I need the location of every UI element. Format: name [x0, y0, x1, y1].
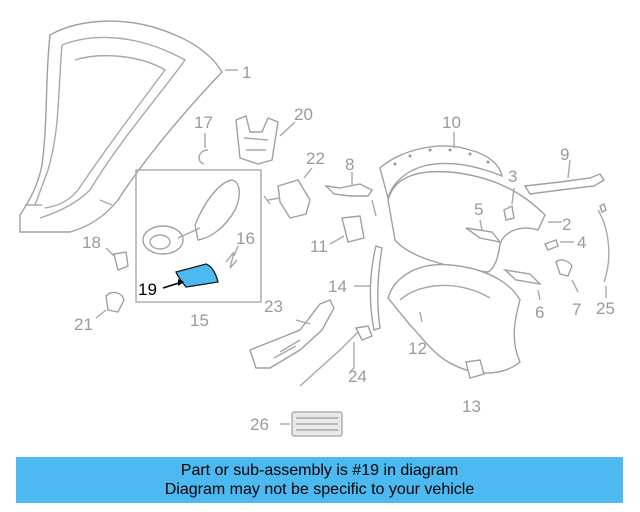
callout-16: 16 — [236, 229, 255, 248]
part-17-clip — [198, 149, 209, 165]
part-10-arch-moulding — [379, 132, 503, 201]
callout-26: 26 — [250, 415, 269, 434]
callout-20: 20 — [294, 105, 313, 124]
callout-1: 1 — [242, 63, 251, 82]
callout-4: 4 — [577, 233, 586, 252]
part-22-actuator — [263, 167, 313, 219]
callout-24: 24 — [348, 367, 367, 386]
callout-25: 25 — [596, 299, 615, 318]
callout-15: 15 — [190, 311, 209, 330]
fuel-door-part — [142, 179, 240, 255]
caption-line-2: Diagram may not be specific to your vehi… — [164, 481, 475, 498]
callout-3: 3 — [508, 167, 517, 186]
quarter-panel-part — [19, 20, 238, 233]
caption-line-1: Part or sub-assembly is #19 in diagram — [180, 462, 459, 479]
callout-labels: 1 2 3 4 5 6 7 8 9 10 11 12 13 14 15 16 1… — [74, 63, 615, 434]
callout-11: 11 — [310, 237, 328, 256]
part-19-highlighted — [162, 263, 219, 289]
part-8-hinge — [324, 172, 377, 217]
callout-23: 23 — [264, 297, 283, 316]
callout-22: 22 — [306, 149, 325, 168]
callout-12: 12 — [408, 339, 427, 358]
part-13-grommet — [465, 359, 485, 379]
part-16-spring — [225, 251, 238, 269]
callout-10: 10 — [442, 113, 461, 132]
callout-2: 2 — [562, 215, 571, 234]
callout-5: 5 — [474, 200, 483, 219]
callout-6: 6 — [535, 303, 544, 322]
callout-18: 18 — [82, 233, 101, 252]
part-12-inner-liner — [387, 263, 521, 374]
callout-7: 7 — [572, 300, 581, 319]
callout-19: 19 — [138, 280, 157, 299]
part-26-vent — [280, 411, 343, 437]
small-parts — [465, 159, 610, 301]
part-23-24-rails — [249, 299, 373, 387]
parts-diagram: 1 2 3 4 5 6 7 8 9 10 11 12 13 14 15 16 1… — [19, 20, 615, 437]
callout-13: 13 — [462, 397, 481, 416]
callout-21: 21 — [74, 315, 93, 334]
callout-14: 14 — [328, 277, 347, 296]
part-18-21-clips — [95, 247, 129, 319]
fuel-door-assembly-box — [135, 169, 262, 303]
callout-17: 17 — [194, 113, 213, 132]
part-11-panel — [329, 215, 365, 245]
part-info-banner: Part or sub-assembly is #19 in diagram D… — [16, 457, 623, 503]
part-14-strip — [369, 245, 383, 331]
callout-9: 9 — [560, 145, 569, 164]
part-20-bracket — [235, 115, 296, 165]
callout-8: 8 — [345, 155, 354, 174]
